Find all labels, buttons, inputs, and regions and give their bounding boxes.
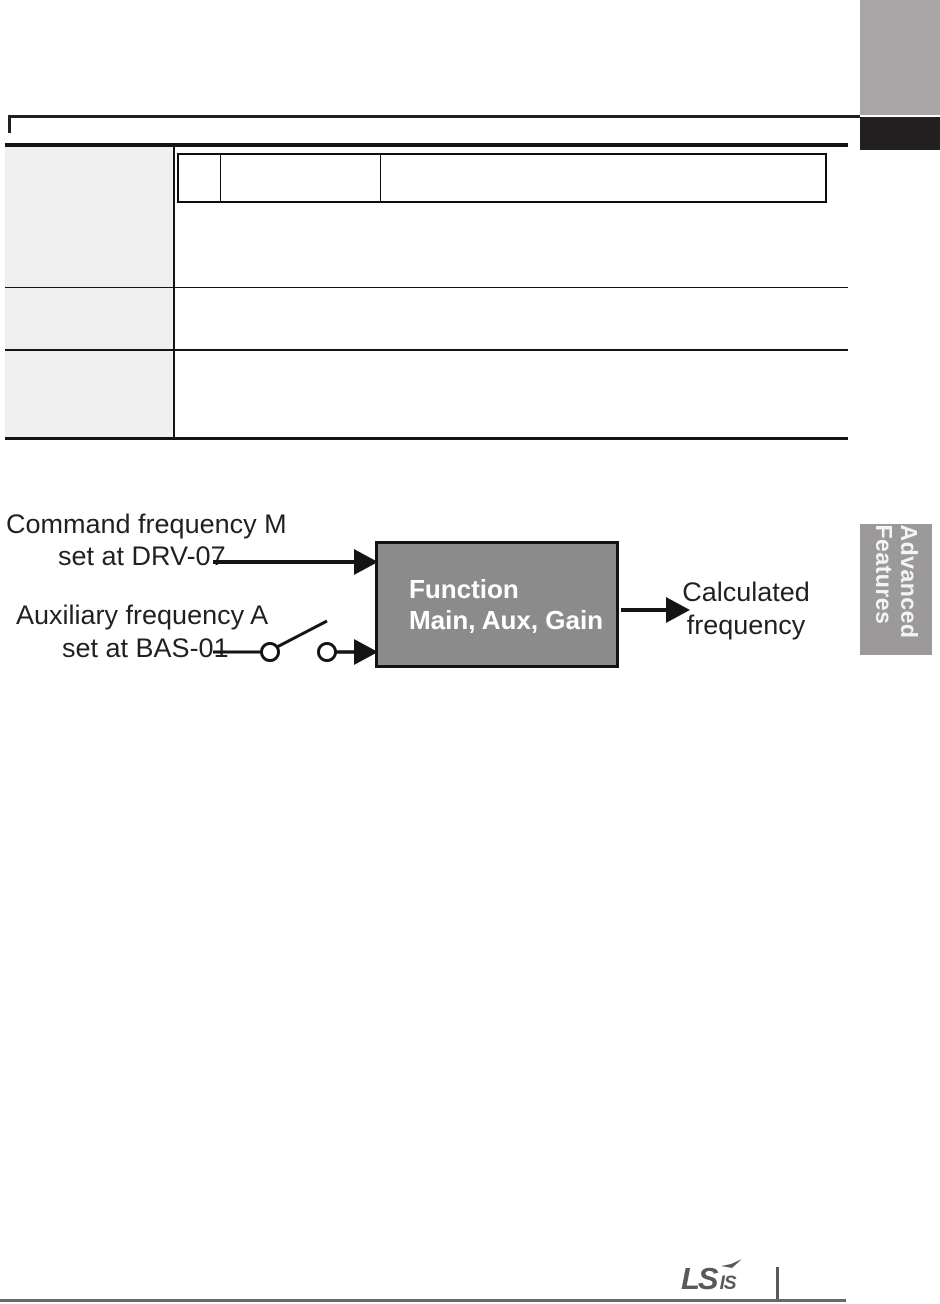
input2-label-line1: Auxiliary frequency A	[16, 600, 269, 630]
advanced-features-tab-label: Advanced Features	[871, 524, 922, 655]
function-box-label: Function Main, Aux, Gain	[378, 544, 616, 636]
header-corner-stub	[8, 115, 11, 133]
row-content-cell	[175, 147, 848, 287]
tab-label-line1: Advanced	[896, 524, 922, 638]
page-corner-gray-block	[860, 0, 940, 115]
inner-table-cell	[221, 155, 381, 201]
input2-arrowhead-icon	[354, 639, 378, 665]
switch-terminal-left	[260, 642, 280, 662]
page-corner-black-block	[860, 117, 940, 150]
advanced-features-tab: Advanced Features	[860, 524, 932, 655]
function-box-line2: Main, Aux, Gain	[409, 605, 604, 635]
output-label-line1: Calculated	[682, 577, 810, 607]
input1-label-line1: Command frequency M	[6, 509, 287, 539]
row-content-cell	[175, 351, 848, 437]
row-header-cell	[5, 351, 175, 437]
table-row	[5, 147, 848, 287]
table-row	[5, 349, 848, 437]
footer-rule	[0, 1299, 846, 1302]
footer-divider-bar	[776, 1267, 779, 1300]
header-rule	[8, 115, 860, 118]
diagram-connector-svg	[213, 549, 690, 665]
output-label: Calculated frequency	[668, 576, 824, 642]
input2-label-line2: set at BAS-01	[62, 633, 229, 663]
table-row	[5, 287, 848, 349]
input1-arrowhead-icon	[354, 549, 378, 575]
function-box: Function Main, Aux, Gain	[375, 541, 619, 668]
parameter-table	[5, 143, 848, 440]
logo-swoosh-icon	[721, 1259, 742, 1268]
output-label-line2: frequency	[686, 610, 806, 640]
output-arrowhead-icon	[666, 597, 690, 623]
tab-label-line2: Features	[871, 524, 897, 624]
row-header-cell	[5, 288, 175, 349]
inner-setting-table	[177, 153, 827, 203]
row-header-cell	[5, 147, 175, 287]
inner-table-cell	[179, 155, 221, 201]
row-content-cell	[175, 288, 848, 349]
input1-label-line2: set at DRV-07	[58, 541, 226, 571]
lsis-logo-text: LS	[681, 1261, 719, 1296]
inner-table-cell	[381, 155, 825, 201]
function-box-line1: Function	[409, 574, 519, 604]
lsis-logo-suffix: IS	[719, 1273, 737, 1294]
switch-lever-line	[276, 619, 328, 649]
switch-terminal-right	[317, 642, 337, 662]
